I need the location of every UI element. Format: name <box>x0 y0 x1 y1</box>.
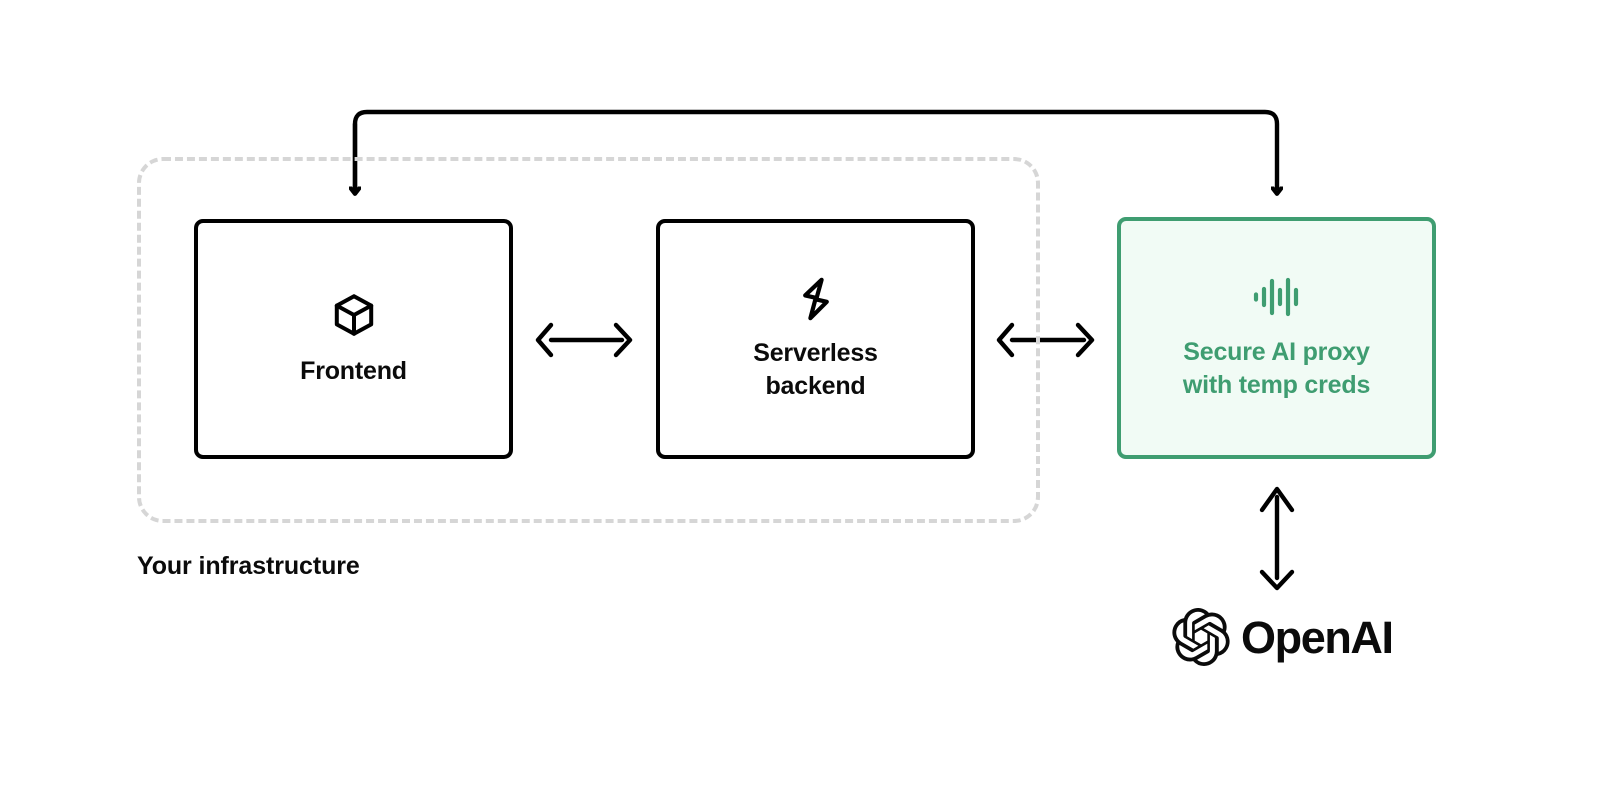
trust-boundary-label: Your infrastructure <box>137 552 360 580</box>
openai-logo: OpenAI <box>1172 608 1394 667</box>
openai-logo-icon <box>1172 608 1230 667</box>
connector-frontend-backend <box>535 322 633 358</box>
connector-proxy-openai <box>1259 486 1295 591</box>
node-frontend-label: Frontend <box>300 356 407 385</box>
connector-backend-proxy <box>996 322 1095 358</box>
node-serverless-backend-label: Serverless backend <box>753 339 878 400</box>
node-secure-ai-proxy[interactable]: Secure AI proxy with temp creds <box>1117 217 1436 459</box>
openai-wordmark: OpenAI <box>1241 611 1394 663</box>
node-serverless-backend[interactable]: Serverless backend <box>656 219 975 459</box>
connector-bracket-frontend-proxy <box>355 109 1277 190</box>
node-frontend[interactable]: Frontend <box>194 219 513 459</box>
audio-waveform-icon <box>1251 274 1303 320</box>
lightning-bolt-icon <box>792 275 840 323</box>
node-secure-ai-proxy-label: Secure AI proxy with temp creds <box>1182 338 1371 399</box>
trust-boundary <box>137 157 1040 523</box>
cube-icon <box>330 291 378 339</box>
